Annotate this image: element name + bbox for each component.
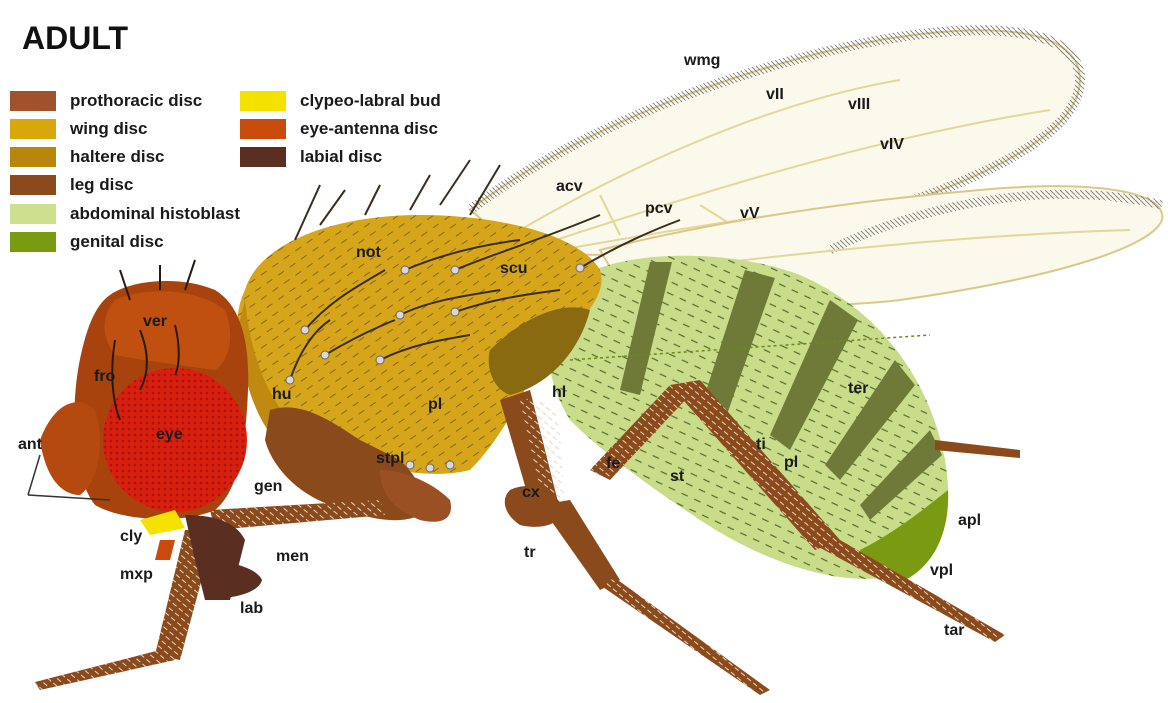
label-vii: vII: [766, 86, 784, 104]
legend-swatch: [240, 147, 286, 167]
legend-label: labial disc: [300, 147, 382, 167]
legend-label: wing disc: [70, 119, 147, 139]
head: [28, 260, 262, 600]
label-ver: ver: [143, 313, 167, 331]
legend-item-abdominal-histoblast: abdominal histoblast: [10, 203, 240, 225]
label-men: men: [276, 548, 309, 566]
label-wmg: wmg: [684, 52, 720, 70]
legend-item-wing-disc: wing disc: [10, 118, 147, 140]
label-pl: pl: [428, 396, 442, 414]
legend-label: genital disc: [70, 232, 164, 252]
label-acv: acv: [556, 178, 583, 196]
label-hu: hu: [272, 386, 292, 404]
label-ant: ant: [18, 436, 42, 454]
label-vpl: vpl: [930, 562, 953, 580]
label-cx: cx: [522, 484, 540, 502]
legend-item-clypeo-labral-bud: clypeo-labral bud: [240, 90, 441, 112]
legend-item-eye-antenna-disc: eye-antenna disc: [240, 118, 438, 140]
legend-swatch: [10, 204, 56, 224]
label-vv: vV: [740, 205, 760, 223]
legend-item-genital-disc: genital disc: [10, 231, 164, 253]
legend-label: prothoracic disc: [70, 91, 202, 111]
label-pcv: pcv: [645, 200, 673, 218]
label-fe: fe: [606, 455, 620, 473]
label-gen: gen: [254, 478, 282, 496]
legend-label: leg disc: [70, 175, 133, 195]
legend-swatch: [240, 91, 286, 111]
label-viv: vIV: [880, 136, 904, 154]
legend-label: haltere disc: [70, 147, 165, 167]
legend-item-leg-disc: leg disc: [10, 174, 133, 196]
label-viii: vIII: [848, 96, 870, 114]
label-tr: tr: [524, 544, 536, 562]
legend-item-prothoracic-disc: prothoracic disc: [10, 90, 202, 112]
legend-swatch: [10, 119, 56, 139]
legend-item-labial-disc: labial disc: [240, 146, 382, 168]
label-hl: hl: [552, 384, 566, 402]
label-fro: fro: [94, 368, 115, 386]
legend-swatch: [10, 147, 56, 167]
label-mxp: mxp: [120, 566, 153, 584]
legend-item-haltere-disc: haltere disc: [10, 146, 165, 168]
abdomen: [548, 256, 949, 581]
label-scu: scu: [500, 260, 528, 278]
legend-swatch: [10, 91, 56, 111]
legend-swatch: [10, 175, 56, 195]
label-pl-2: pl: [784, 454, 798, 472]
label-ter: ter: [848, 380, 868, 398]
legend-swatch: [240, 119, 286, 139]
label-lab: lab: [240, 600, 263, 618]
label-stpl: stpl: [376, 450, 404, 468]
label-st: st: [670, 468, 684, 486]
legend-swatch: [10, 232, 56, 252]
label-tar: tar: [944, 622, 964, 640]
label-not: not: [356, 244, 381, 262]
label-apl: apl: [958, 512, 981, 530]
label-cly: cly: [120, 528, 142, 546]
label-ti: ti: [756, 436, 766, 454]
legend-label: clypeo-labral bud: [300, 91, 441, 111]
legend-label: eye-antenna disc: [300, 119, 438, 139]
legend-label: abdominal histoblast: [70, 204, 240, 224]
diagram-title: ADULT: [22, 20, 128, 57]
label-eye: eye: [156, 426, 183, 444]
